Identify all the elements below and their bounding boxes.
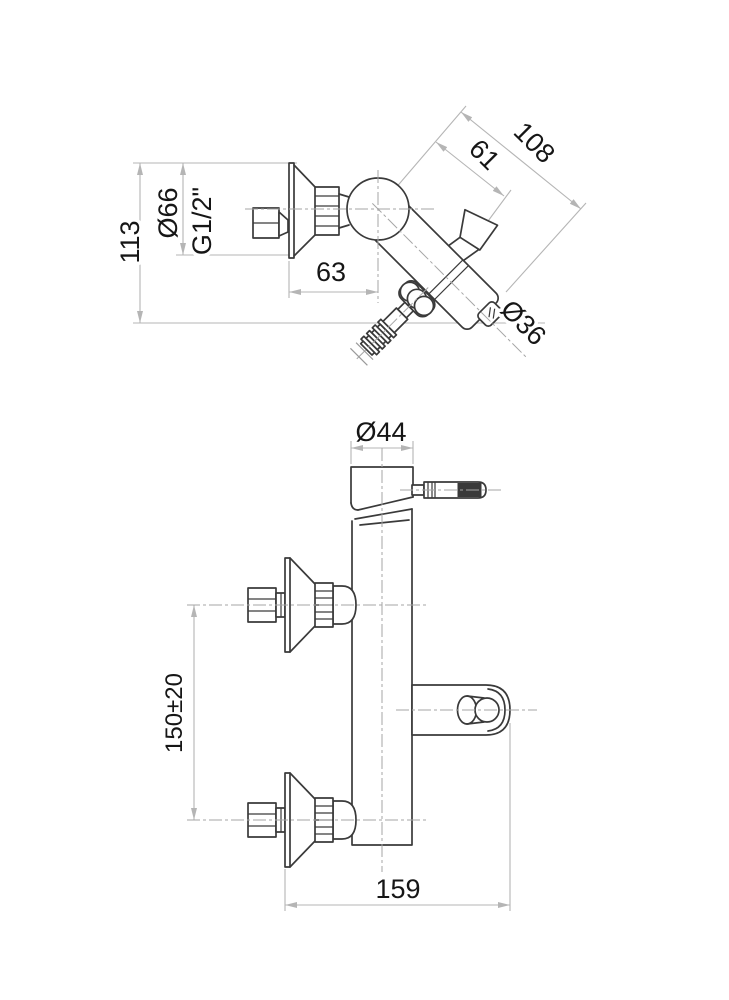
dim-label-diameter-36: Ø36 xyxy=(495,294,552,351)
dim-label-150: 150±20 xyxy=(161,673,188,753)
dim-label-61: 61 xyxy=(463,133,505,175)
dim-label-63: 63 xyxy=(316,257,346,287)
front-view-dimension-lines xyxy=(191,441,511,911)
dim-label-diameter-66: Ø66 xyxy=(153,187,183,238)
dim-label-diameter-44: Ø44 xyxy=(355,417,406,447)
thread-label-g12: G1/2" xyxy=(187,187,217,255)
front-view-centerlines xyxy=(187,448,537,872)
top-view-drawing xyxy=(245,162,529,366)
front-view-drawing xyxy=(187,448,537,872)
shower-holder-end-cap xyxy=(477,301,504,327)
diverter-knob xyxy=(448,208,499,261)
dim-label-113: 113 xyxy=(115,220,145,263)
top-view-wall-fitting xyxy=(252,162,350,259)
dim-label-108: 108 xyxy=(508,116,561,169)
spout-outlet xyxy=(411,684,511,736)
dim-label-159: 159 xyxy=(375,874,420,904)
